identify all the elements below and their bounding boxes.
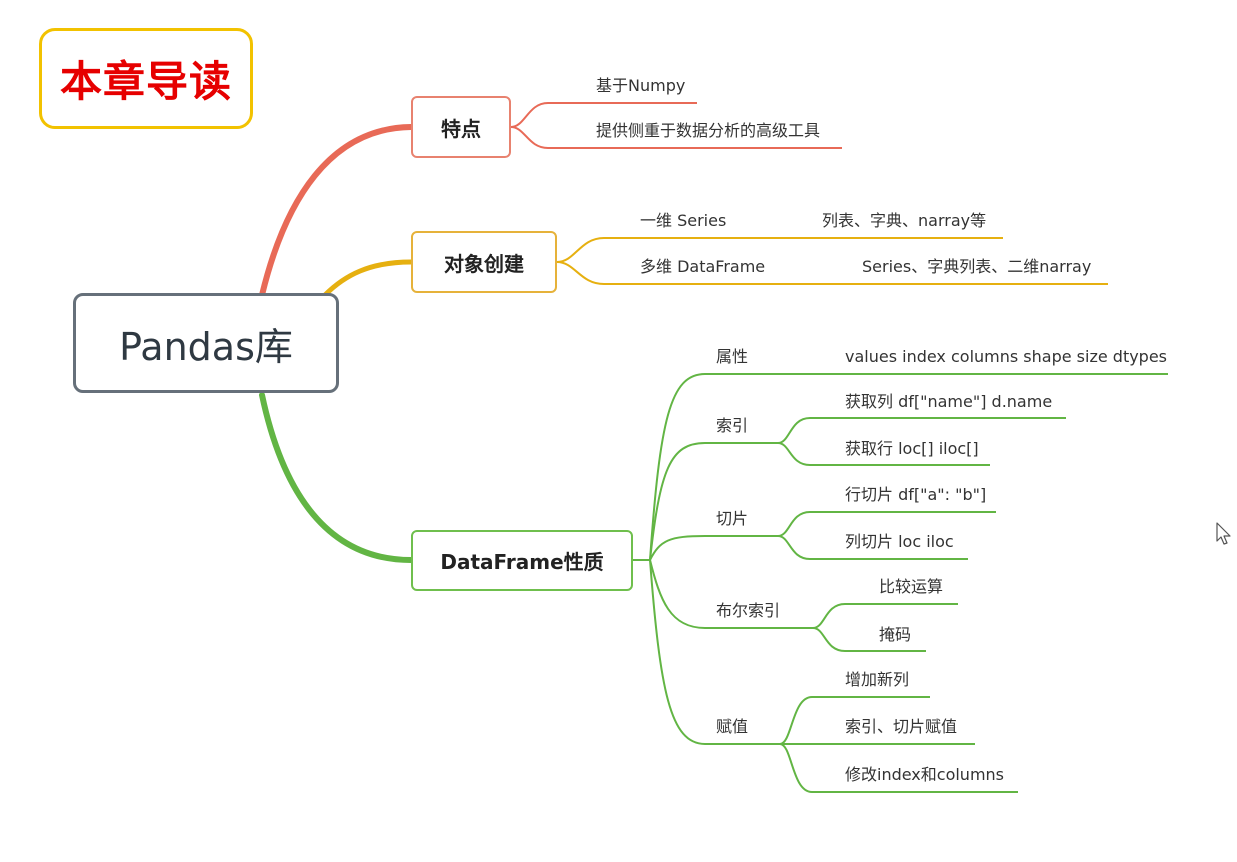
dataframe-connectors bbox=[633, 373, 1168, 793]
leaf-series: 一维 Series bbox=[640, 211, 727, 230]
leaf-column-slice: 列切片 loc iloc bbox=[845, 532, 954, 551]
features-connectors bbox=[510, 102, 842, 149]
leaf-index-slice-assign: 索引、切片赋值 bbox=[845, 717, 958, 736]
leaf-attributes-detail: values index columns shape size dtypes bbox=[845, 347, 1168, 366]
connector-root-features bbox=[259, 124, 414, 298]
leaf-mask: 掩码 bbox=[879, 625, 912, 644]
leaf-advanced-tools: 提供侧重于数据分析的高级工具 bbox=[596, 121, 821, 140]
mouse-cursor-icon bbox=[1216, 522, 1231, 545]
chapter-title: 本章导读 bbox=[39, 28, 253, 129]
leaf-comparison: 比较运算 bbox=[879, 577, 944, 596]
leaf-add-column: 增加新列 bbox=[845, 670, 910, 689]
root-node: Pandas库 bbox=[73, 293, 339, 393]
branch-object-creation: 对象创建 bbox=[411, 231, 557, 293]
leaf-get-column: 获取列 df["name"] d.name bbox=[845, 392, 1053, 411]
leaf-get-row: 获取行 loc[] iloc[] bbox=[845, 439, 979, 458]
connector-root-creation bbox=[322, 259, 414, 298]
node-attributes: 属性 bbox=[716, 347, 749, 366]
branch-dataframe-properties: DataFrame性质 bbox=[411, 530, 633, 591]
branch-features: 特点 bbox=[411, 96, 511, 158]
leaf-dataframe: 多维 DataFrame bbox=[640, 257, 766, 276]
leaf-based-on-numpy: 基于Numpy bbox=[596, 76, 686, 95]
leaf-dataframe-detail: Series、字典列表、二维narray bbox=[862, 257, 1092, 276]
creation-connectors bbox=[556, 237, 1108, 285]
leaf-row-slice: 行切片 df["a": "b"] bbox=[845, 485, 987, 504]
leaf-modify-index-columns: 修改index和columns bbox=[845, 765, 1005, 784]
leaf-series-detail: 列表、字典、narray等 bbox=[822, 211, 987, 230]
node-slicing: 切片 bbox=[716, 509, 749, 528]
connector-root-dataframe bbox=[259, 392, 414, 563]
node-assignment: 赋值 bbox=[716, 717, 749, 736]
node-indexing: 索引 bbox=[716, 416, 749, 435]
node-boolean-indexing: 布尔索引 bbox=[716, 601, 781, 620]
